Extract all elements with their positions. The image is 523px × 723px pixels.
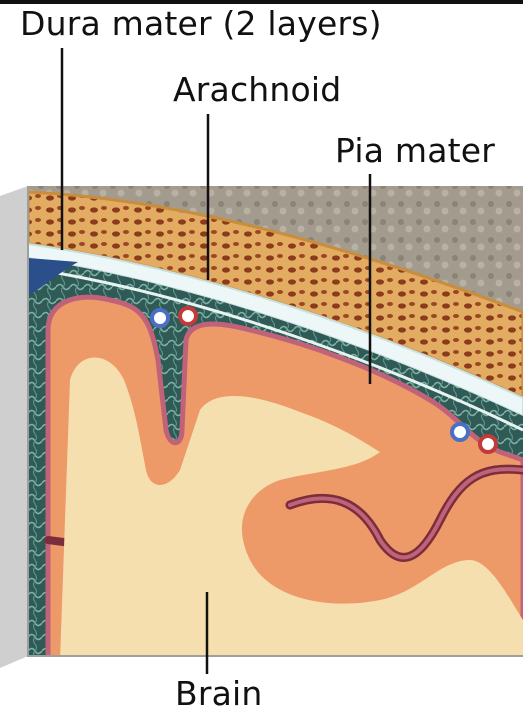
diagram-panel [28, 186, 523, 660]
artery-icon [180, 308, 196, 324]
artery-icon [480, 436, 496, 452]
panel-shadow [0, 186, 28, 668]
vein-icon [452, 424, 468, 440]
vein-icon [152, 310, 168, 326]
